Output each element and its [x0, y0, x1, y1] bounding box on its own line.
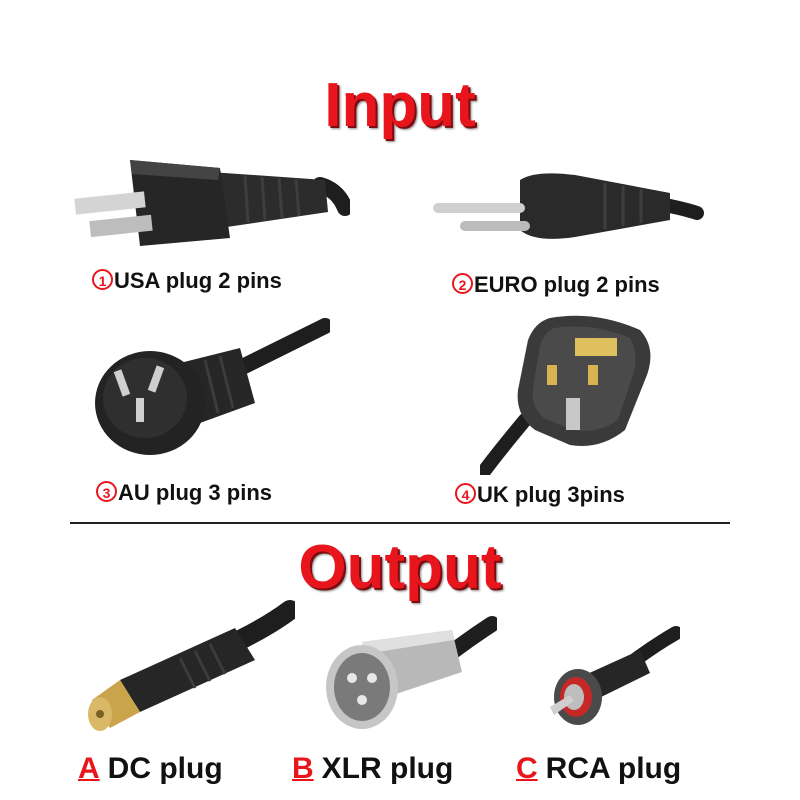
- letter-a: A: [78, 752, 100, 785]
- number-3-badge: 3: [96, 481, 117, 502]
- uk-plug-image: [480, 315, 651, 475]
- output-heading: Output: [298, 533, 502, 602]
- section-divider: [70, 522, 730, 524]
- usa-plug-image: [74, 160, 350, 246]
- input-heading: Input: [324, 71, 476, 140]
- rca-plug-image: [550, 626, 680, 725]
- xlr-plug-image: [326, 616, 497, 729]
- au-plug-image: [95, 318, 330, 455]
- euro-plug-image: [433, 173, 704, 239]
- letter-b: B: [292, 752, 314, 785]
- letter-c: C: [516, 752, 538, 785]
- number-1-badge: 1: [92, 269, 113, 290]
- number-2-badge: 2: [452, 273, 473, 294]
- number-4-badge: 4: [455, 483, 476, 504]
- dc-plug-image: [88, 600, 295, 731]
